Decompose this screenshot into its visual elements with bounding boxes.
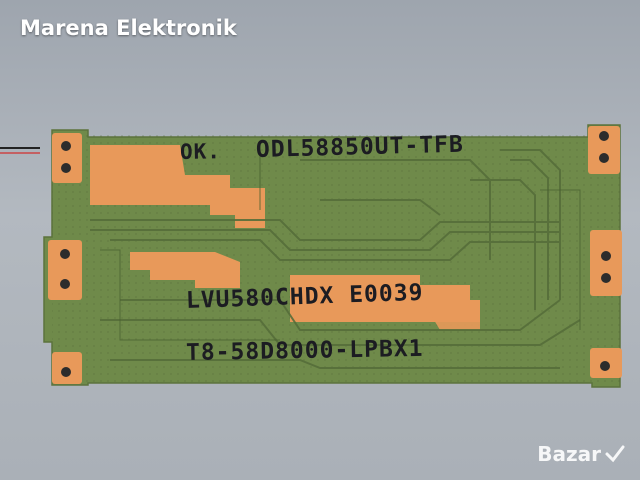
mount-pad-top-left [52,133,82,183]
mount-pad-mid-left [48,240,82,300]
handwritten-status: OK. [179,139,222,164]
mount-pad-mid-right [590,230,622,296]
bazar-logo-icon [605,445,625,463]
seller-watermark: Marena Elektronik [20,16,237,40]
copper-plane-left [90,145,265,228]
pcb-traces [90,149,581,369]
site-logo: Bazar [537,442,626,466]
handwritten-tcon-code: T8-58D8000-LPBX1 [185,335,424,366]
logo-text: Bazar [537,442,601,466]
mount-pad-top-right [588,126,620,174]
copper-plane-small [130,252,240,288]
handwritten-model: ODL58850UT-TFB [255,131,465,163]
